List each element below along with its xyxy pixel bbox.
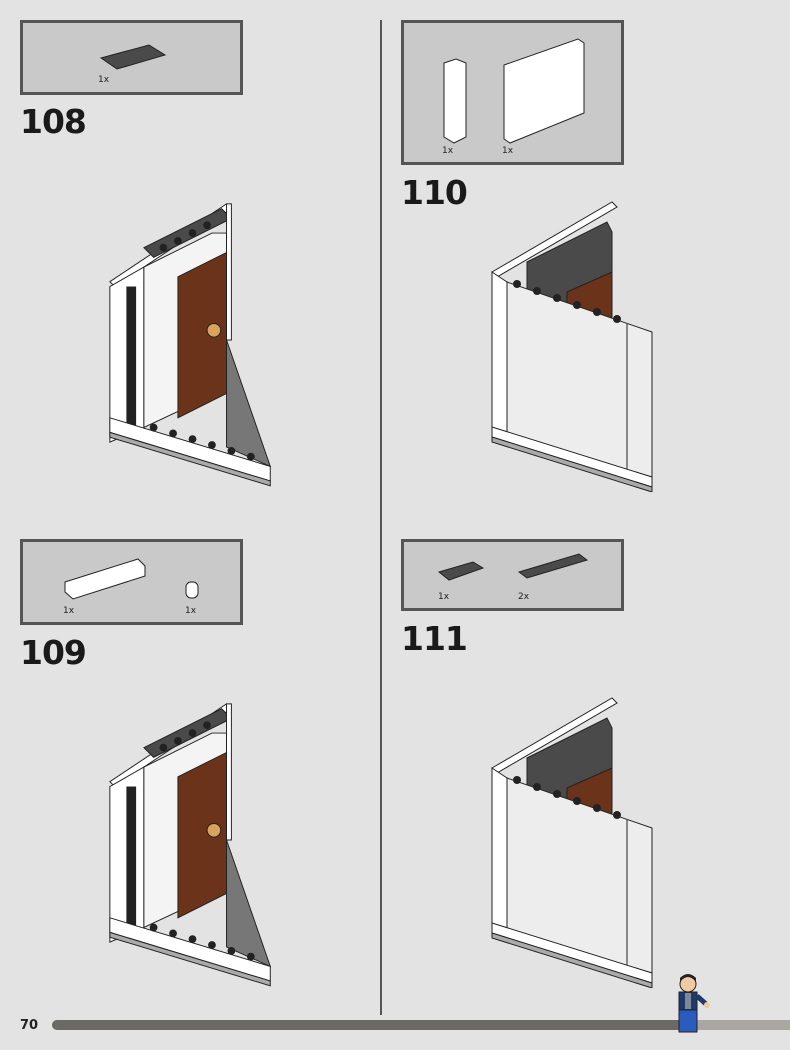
parts-list-109: 1x 1x	[20, 539, 243, 625]
parts-list-108: 1x	[20, 20, 243, 95]
part-qty: 1x	[502, 146, 514, 156]
part-qty: 1x	[63, 606, 75, 616]
progress-fill	[52, 1020, 680, 1030]
white-panel-part	[503, 38, 585, 144]
step-109-model	[105, 690, 280, 990]
step-number-111: 111	[401, 619, 468, 658]
part-qty: 1x	[442, 146, 454, 156]
dark-plate-1x6-part	[517, 553, 589, 579]
page-number: 70	[20, 1018, 39, 1033]
step-number-109: 109	[20, 633, 87, 672]
white-round-brick-part	[185, 581, 199, 599]
parts-list-110: 1x 1x	[401, 20, 624, 165]
part-qty: 2x	[518, 592, 530, 602]
column-divider	[380, 20, 382, 1015]
white-brick-1x1x5-part	[443, 58, 467, 144]
minifigure-icon	[678, 974, 710, 1033]
part-qty: 1x	[185, 606, 197, 616]
step-111-model	[487, 688, 657, 988]
dark-plate-1x4-part	[437, 561, 485, 581]
part-qty: 1x	[98, 75, 110, 85]
step-number-108: 108	[20, 102, 87, 141]
white-brick-1x6-part	[64, 558, 146, 600]
progress-bar	[52, 1020, 790, 1030]
step-110-model	[487, 192, 657, 492]
part-qty: 1x	[438, 592, 450, 602]
step-108-model	[105, 190, 280, 490]
step-number-110: 110	[401, 173, 468, 212]
dark-plate-2x4-part	[99, 44, 167, 70]
parts-list-111: 1x 2x	[401, 539, 624, 611]
